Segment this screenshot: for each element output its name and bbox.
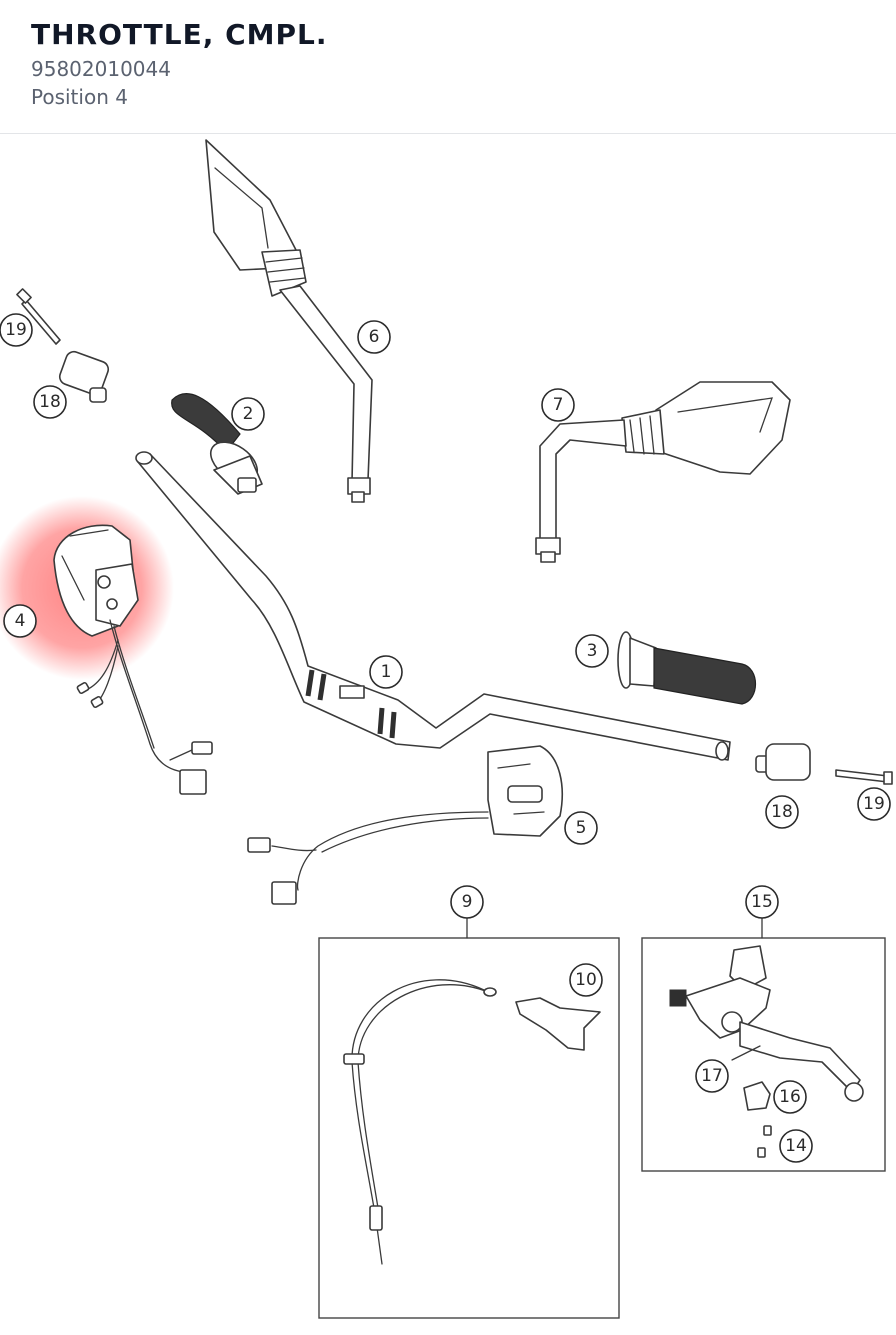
cable-kit-box <box>318 917 620 1319</box>
position-label: Position 4 <box>31 85 128 109</box>
svg-text:16: 16 <box>779 1087 801 1107</box>
svg-text:2: 2 <box>243 404 254 424</box>
svg-text:18: 18 <box>39 392 61 412</box>
page-title: THROTTLE, CMPL. <box>31 18 328 51</box>
lever-assembly-box <box>641 917 886 1172</box>
svg-text:19: 19 <box>863 794 885 814</box>
callout-18-left[interactable]: 18 <box>33 385 67 419</box>
callout-3[interactable]: 3 <box>575 634 609 668</box>
callout-19-left[interactable]: 19 <box>0 313 33 347</box>
callout-15[interactable]: 15 <box>745 885 779 919</box>
svg-text:3: 3 <box>587 641 598 661</box>
svg-text:5: 5 <box>576 818 587 838</box>
svg-text:15: 15 <box>751 892 773 912</box>
callout-14[interactable]: 14 <box>779 1129 813 1163</box>
callout-10[interactable]: 10 <box>569 963 603 997</box>
bolt-left[interactable] <box>16 288 61 345</box>
svg-text:1: 1 <box>381 662 392 682</box>
exploded-parts-diagram: 1 2 3 4 5 6 7 9 10 14 15 16 17 18 18 19 … <box>0 139 893 1319</box>
callout-2[interactable]: 2 <box>231 397 265 431</box>
mirror-left[interactable] <box>205 139 373 503</box>
callout-7[interactable]: 7 <box>541 388 575 422</box>
callout-5[interactable]: 5 <box>564 811 598 845</box>
svg-text:6: 6 <box>369 327 380 347</box>
svg-text:19: 19 <box>5 320 27 340</box>
bar-end-left[interactable] <box>58 350 111 403</box>
callout-9[interactable]: 9 <box>450 885 484 919</box>
grip-right[interactable] <box>617 631 756 705</box>
svg-text:18: 18 <box>771 802 793 822</box>
svg-text:14: 14 <box>785 1136 807 1156</box>
part-number: 95802010044 <box>31 57 171 81</box>
callout-1[interactable]: 1 <box>369 655 403 689</box>
svg-text:7: 7 <box>553 395 564 415</box>
bar-end-right[interactable] <box>755 743 811 781</box>
callout-6[interactable]: 6 <box>357 320 391 354</box>
svg-text:10: 10 <box>575 970 597 990</box>
page-header: THROTTLE, CMPL. 95802010044 Position 4 <box>0 0 896 134</box>
callout-4[interactable]: 4 <box>3 604 37 638</box>
svg-text:4: 4 <box>15 611 26 631</box>
switch-assembly-right[interactable] <box>247 745 563 905</box>
svg-text:9: 9 <box>462 892 473 912</box>
svg-text:17: 17 <box>701 1066 723 1086</box>
grip-left[interactable] <box>171 393 265 495</box>
handlebar[interactable] <box>135 451 731 761</box>
bolt-right[interactable] <box>835 769 893 785</box>
callout-17[interactable]: 17 <box>695 1059 729 1093</box>
callout-18-right[interactable]: 18 <box>765 795 799 829</box>
mirror-right[interactable] <box>535 381 791 563</box>
throttle-assembly[interactable] <box>53 524 213 795</box>
callout-19-right[interactable]: 19 <box>857 787 891 821</box>
callout-16[interactable]: 16 <box>773 1080 807 1114</box>
